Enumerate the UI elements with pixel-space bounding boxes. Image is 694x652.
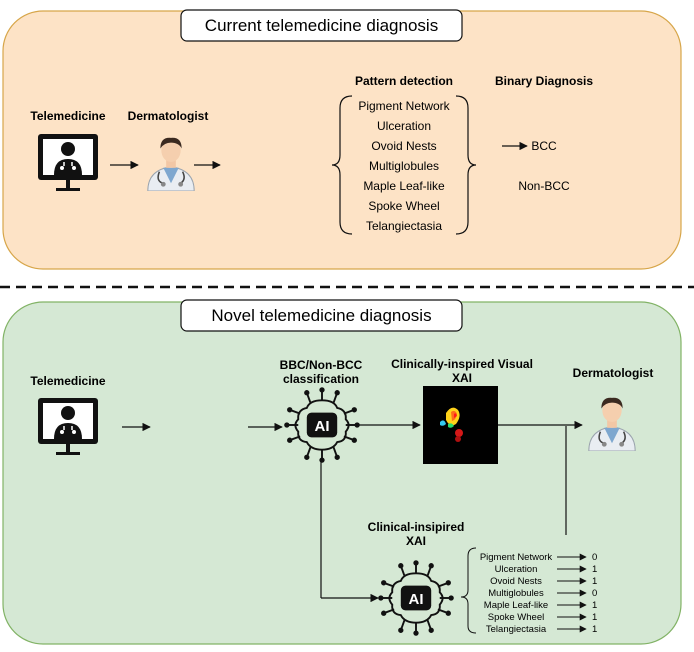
heatmap-image <box>423 386 498 464</box>
ai-chip-text: AI <box>409 591 424 608</box>
bottom-telemedicine-label: Telemedicine <box>30 374 105 388</box>
top-telemedicine-label: Telemedicine <box>30 109 105 123</box>
clinical-pattern-label: Ulceration <box>495 564 538 575</box>
clinical-xai-label-line2: XAI <box>406 534 426 548</box>
clinical-pattern-value: 0 <box>592 552 597 563</box>
current-title: Current telemedicine diagnosis <box>205 16 438 35</box>
clinical-pattern-value: 1 <box>592 564 597 575</box>
small-brace <box>460 547 477 634</box>
clinical-pattern-value: 1 <box>592 624 597 635</box>
top-pattern-item: Maple Leaf-like <box>363 179 445 193</box>
clinical-pattern-value: 0 <box>592 588 597 599</box>
diagnosis-bcc: BCC <box>531 139 557 153</box>
clinical-xai-label-line1: Clinical-insipired <box>368 520 465 534</box>
binary-diagnosis-header: Binary Diagnosis <box>495 74 593 88</box>
top-pattern-item: Ulceration <box>377 119 431 133</box>
current-title-box <box>180 9 463 42</box>
clinical-pattern-label: Ovoid Nests <box>490 576 542 587</box>
novel-title: Novel telemedicine diagnosis <box>211 306 431 325</box>
clinical-pattern-label: Pigment Network <box>480 552 553 563</box>
right-brace <box>455 95 477 235</box>
clinical-pattern-label: Multiglobules <box>488 588 544 599</box>
top-pattern-item: Telangiectasia <box>366 219 442 233</box>
visual-xai-label-line2: XAI <box>452 371 472 385</box>
diagnosis-non-bcc: Non-BCC <box>518 179 570 193</box>
clinical-pattern-value: 1 <box>592 612 597 623</box>
bottom-dermatologist-label: Dermatologist <box>573 366 654 380</box>
top-dermatologist-label: Dermatologist <box>128 109 209 123</box>
clinical-pattern-label: Maple Leaf-like <box>484 600 548 611</box>
classification-label-line1: BBC/Non-BCC <box>280 358 363 372</box>
visual-xai-label-line1: Clinically-inspired Visual <box>391 357 533 371</box>
novel-title-box <box>180 299 463 332</box>
top-pattern-item: Multiglobules <box>369 159 439 173</box>
ai-chip-text: AI <box>315 418 330 435</box>
top-pattern-item: Pigment Network <box>358 99 450 113</box>
top-pattern-item: Spoke Wheel <box>368 199 439 213</box>
top-pattern-item: Ovoid Nests <box>371 139 436 153</box>
clinical-pattern-value: 1 <box>592 576 597 587</box>
top-pattern-list: Pigment Network Ulceration Ovoid Nests M… <box>358 99 450 233</box>
clinical-pattern-label: Spoke Wheel <box>488 612 545 623</box>
clinical-pattern-value: 1 <box>592 600 597 611</box>
classification-label-line2: classification <box>283 372 359 386</box>
clinical-pattern-label: Telangiectasia <box>486 624 547 635</box>
clinical-pattern-list: Pigment Network 0 Ulceration 1 Ovoid Nes… <box>480 552 597 635</box>
pattern-detection-header: Pattern detection <box>355 74 453 88</box>
left-brace <box>331 95 353 235</box>
